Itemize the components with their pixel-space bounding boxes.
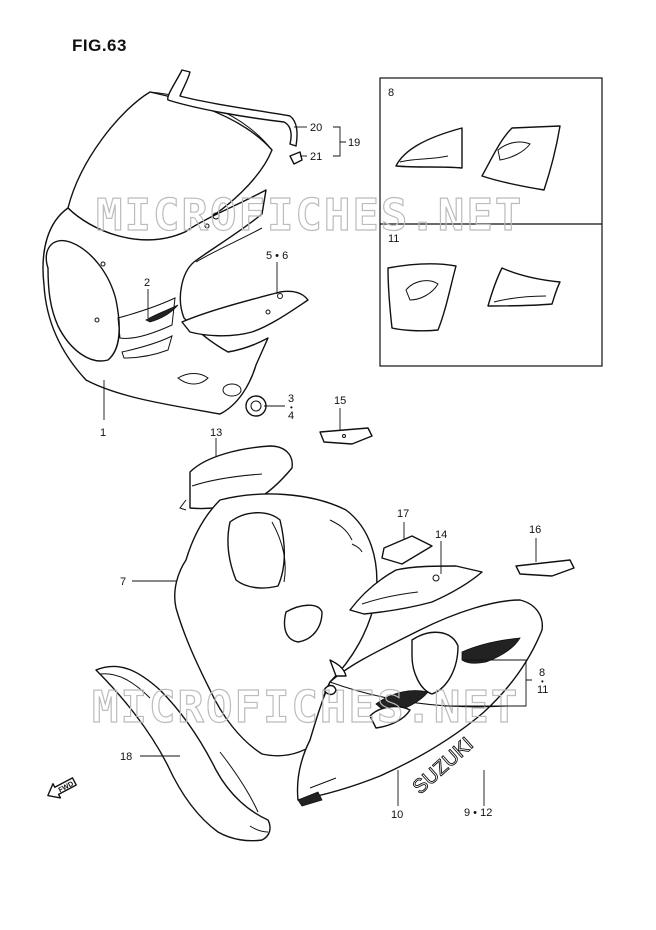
figure-title: FIG.63	[72, 36, 127, 55]
nut-3-4	[245, 395, 267, 417]
decal-8-left	[395, 127, 463, 169]
side-cowl-opening	[411, 631, 459, 695]
callout-16: 16	[529, 524, 541, 536]
callout-9-12: 9 • 12	[464, 807, 492, 819]
callout-14: 14	[435, 529, 447, 541]
decal-set-box	[379, 77, 603, 367]
callout-18: 18	[120, 751, 132, 763]
callout-7: 7	[120, 576, 126, 588]
fwd-label: FWD	[58, 781, 75, 795]
stripe-decal	[461, 637, 521, 664]
callout-labels: 1 2 3 • 4 5 • 6 7 8 11 8 • 11 9 • 12 10 …	[100, 87, 548, 821]
callout-20: 20	[310, 122, 322, 134]
callout-2: 2	[144, 277, 150, 289]
callout-3: 3	[288, 393, 294, 405]
vent-opening	[227, 512, 285, 589]
decal-2	[145, 304, 179, 323]
headlight-opening	[45, 239, 120, 362]
side-opening	[283, 604, 323, 643]
leader-lines	[103, 126, 537, 806]
pad-17	[381, 535, 433, 565]
upper-cowling	[42, 69, 298, 415]
screw-21	[289, 151, 303, 165]
callout-13: 13	[210, 427, 222, 439]
side-panel-14	[349, 565, 483, 615]
inner-panel	[181, 290, 309, 337]
callout-17: 17	[397, 508, 409, 520]
decal-11-right	[487, 267, 561, 307]
callout-5-6: 5 • 6	[266, 250, 288, 262]
callout-4: 4	[288, 410, 294, 422]
callout-8-box: 8	[388, 87, 394, 99]
under-cowling-18	[95, 665, 271, 842]
callout-19: 19	[348, 137, 360, 149]
watermark-top: MICROFICHES.NET	[96, 190, 523, 241]
callout-8-11-dot: •	[541, 677, 544, 686]
callout-11-box: 11	[388, 233, 399, 245]
callout-1: 1	[100, 427, 106, 439]
fwd-arrow: FWD	[47, 777, 77, 799]
callout-15: 15	[334, 395, 346, 407]
callout-3-4-dot: •	[290, 403, 293, 412]
screen-trim	[167, 69, 298, 147]
lower-cowling-7	[174, 493, 378, 757]
bracket-16	[515, 559, 575, 577]
callout-21: 21	[310, 151, 322, 163]
watermark-bottom: MICROFICHES.NET	[92, 682, 519, 733]
callout-10: 10	[391, 809, 403, 821]
decal-8-right	[481, 125, 561, 191]
callout-11: 11	[537, 684, 548, 696]
clip	[323, 684, 337, 696]
callout-8: 8	[539, 667, 545, 679]
